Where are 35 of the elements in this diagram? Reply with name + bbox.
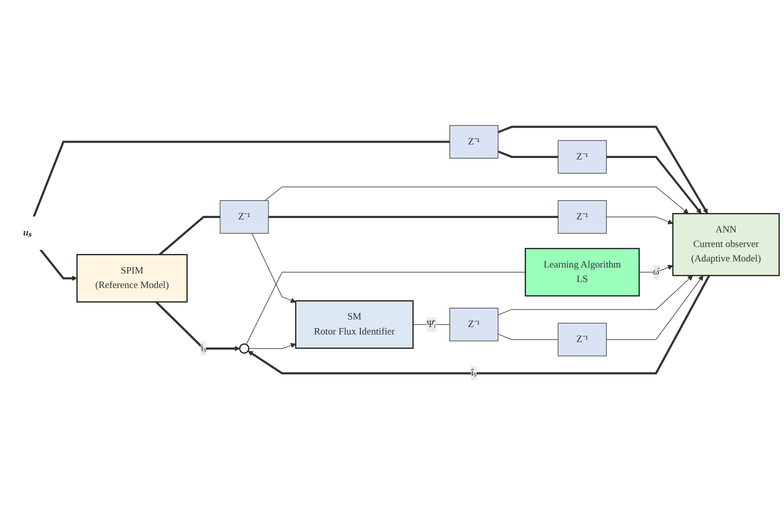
edge-label: Ψ̂ᵣ — [426, 319, 436, 330]
arrow — [248, 275, 710, 374]
edge-label: iₛ — [200, 343, 206, 354]
node-box — [558, 200, 607, 234]
arrow — [606, 275, 704, 340]
arrow — [606, 156, 702, 214]
node-box — [295, 300, 414, 349]
connector — [268, 216, 558, 218]
connector — [158, 216, 220, 256]
arrow — [248, 342, 296, 349]
connector — [246, 272, 526, 345]
node-box — [558, 322, 607, 356]
node-box — [220, 200, 269, 234]
arrow — [40, 248, 78, 281]
node-circle — [239, 343, 250, 354]
node-box — [524, 248, 640, 296]
connector — [412, 324, 450, 325]
node-box — [672, 213, 780, 276]
arrow — [155, 301, 240, 352]
arrow — [264, 186, 689, 214]
edge-label: îₛ — [471, 368, 477, 378]
arrow — [638, 264, 674, 272]
arrow — [252, 233, 296, 303]
connector — [498, 150, 558, 158]
arrow — [606, 216, 674, 224]
node-box — [558, 140, 607, 174]
arrow — [498, 126, 708, 214]
arrow — [498, 275, 693, 316]
node-text: uₛ — [23, 228, 32, 238]
node-box — [76, 254, 188, 303]
node-box — [449, 125, 498, 159]
connector — [498, 334, 558, 340]
edge-label: ω̂ — [652, 266, 660, 278]
node-box — [449, 308, 498, 342]
connector — [32, 140, 450, 218]
